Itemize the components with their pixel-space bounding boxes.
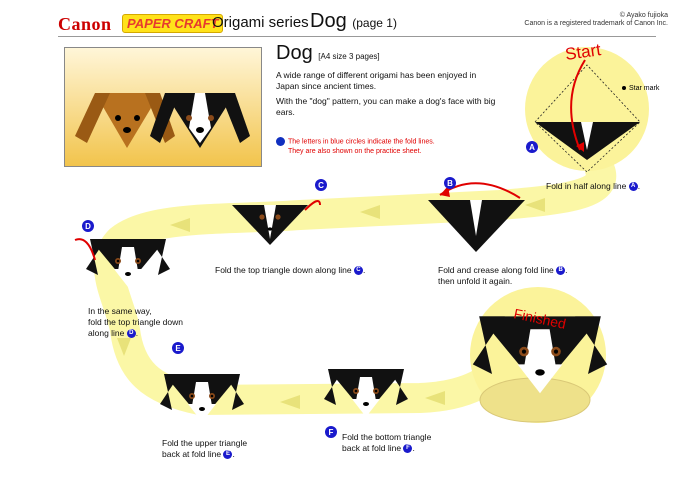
step-a-caption: Fold in half along line A. [546,181,640,192]
letter-a-badge: A [628,182,638,192]
title-text: Dog [310,10,347,32]
fold-letter-e: E [172,342,184,354]
brand-logo: Canon [58,14,112,34]
star-mark-label: Star mark [629,85,660,92]
trademark-note: Canon is a registered trademark of Canon… [524,20,668,28]
letter-d-badge: D [126,329,136,339]
caption-text: back at fold line [162,449,222,460]
start-spotlight [525,47,649,171]
intro-paragraph-1: A wide range of different origami has be… [276,70,477,92]
step-a-arrow [570,59,586,151]
page-header: Canon PAPER CRAFT Origami series Dog (pa… [0,0,700,40]
fold-letter-d: D [82,220,94,232]
fold-letter-f: F [325,426,337,438]
caption-text: Fold and crease along fold line [438,265,554,275]
svg-text:A: A [529,143,535,152]
legend-line-1: The letters in blue circles indicate the… [288,138,435,146]
fold-letter-a: A [526,141,538,153]
caption-line-1: Fold the bottom triangle [342,432,432,442]
svg-text:F: F [329,428,334,437]
caption-line-2: then unfold it again. [438,276,513,287]
intro-heading: Dog [A4 size 3 pages] [276,42,380,65]
series-label: Origami series [212,14,309,31]
header-rule [58,36,656,37]
letter-f-badge: F [403,444,413,454]
letter-b-badge: B [556,266,566,276]
caption-end: . [412,443,415,454]
caption-end: . [362,265,366,275]
fold-letter-c: C [315,179,327,191]
step-a-blaze [581,122,593,150]
star-mark-point [622,86,626,90]
heading-text: Dog [276,42,313,64]
caption-text: back at fold line [342,443,402,454]
step-f-caption: Fold the bottom triangle back at fold li… [342,432,431,454]
step-c-caption: Fold the top triangle down along line C. [215,265,365,276]
fold-legend: The letters in blue circles indicate the… [276,137,435,156]
intro-paragraph-2: With the "dog" pattern, you can make a d… [276,96,496,118]
start-label: Start [564,40,602,64]
step-d-caption: In the same way, fold the top triangle d… [88,306,183,339]
svg-text:B: B [447,179,453,188]
caption-line-1: Fold the upper triangle [162,438,248,448]
paper-craft-logo: PAPER CRAFT [122,14,224,33]
fold-letter-b: B [444,177,456,189]
legend-line-2: They are also shown on the practice shee… [288,147,422,155]
step-e-caption: Fold the upper triangle back at fold lin… [162,438,247,460]
svg-text:E: E [175,344,181,353]
caption-text: Fold in half along line [546,181,627,191]
svg-text:D: D [85,222,91,231]
copyright: © Ayako fujioka Canon is a registered tr… [524,12,668,29]
caption-text: along line [88,328,125,339]
photo-dogs-image [75,93,250,148]
path-arrow [525,198,545,212]
caption-text: Fold the top triangle down along line [215,265,352,275]
page-title: Dog (page 1) [310,10,397,33]
caption-line-2: fold the top triangle down [88,317,183,328]
blue-dot-icon [276,137,285,146]
author-credit: © Ayako fujioka [619,12,668,19]
svg-text:C: C [318,181,324,190]
intro-text: A wide range of different origami has be… [276,70,496,122]
page-number: (page 1) [352,16,397,30]
caption-end: . [565,265,568,275]
finished-photo [64,47,262,167]
caption-end: . [637,181,641,191]
letter-c-badge: C [353,266,363,276]
caption-end: . [232,449,235,460]
size-note: [A4 size 3 pages] [318,52,380,61]
caption-line-1: In the same way, [88,306,152,316]
step-b-caption: Fold and crease along fold line B. then … [438,265,568,287]
letter-e-badge: E [223,450,233,460]
caption-end: . [135,328,139,339]
